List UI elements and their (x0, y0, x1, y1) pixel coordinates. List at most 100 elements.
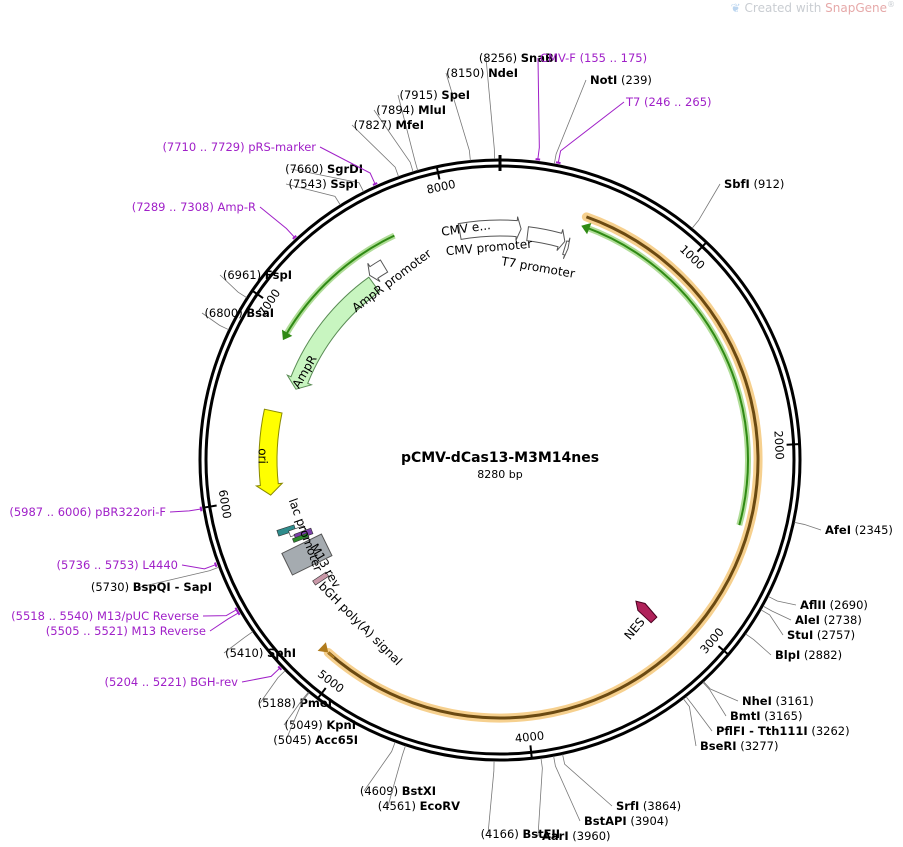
primers-layer: CMV-F (155 .. 175)T7 (246 .. 265)(7710 .… (9, 51, 711, 689)
tick-mark-1000 (696, 242, 707, 253)
primer-label-BGH-rev: (5204 .. 5221) BGH-rev (104, 675, 238, 689)
site-leader-BspQI (139, 566, 219, 588)
site-leader-SphI (223, 631, 254, 654)
site-label-BlpI: BlpI (2882) (775, 648, 842, 662)
primer-leader-M13 Reverse (209, 612, 239, 632)
site-leader-BlpI (745, 633, 772, 656)
site-leader-KpnI (283, 691, 309, 726)
nes-arrow (635, 600, 658, 624)
tick-mark-6000 (204, 504, 217, 509)
site-leader-BstXI (363, 741, 396, 792)
site-enzyme-BlpI: BlpI (775, 648, 800, 662)
primer-label-pBR322ori-F: (5987 .. 6006) pBR322ori-F (9, 505, 166, 519)
site-enzyme-SrfI: SrfI (616, 799, 639, 813)
site-enzyme-MfeI: MfeI (395, 118, 424, 132)
primer-mark-Amp-R (292, 235, 297, 240)
site-label-SbfI: SbfI (912) (724, 177, 784, 191)
primer-leader-M13/pUC Reverse (202, 609, 237, 617)
site-position-MfeI: (7827) (354, 118, 396, 132)
watermark-prefix: Created with (744, 1, 826, 15)
cmv-enhancer-label: CMV e... (440, 218, 491, 239)
cmv-enhancer-arrow (457, 216, 522, 241)
primer-mark-BGH-rev (277, 665, 283, 671)
tick-mark-2000 (786, 443, 799, 446)
site-leader-BstAPI (553, 756, 581, 822)
primer-label-CMV-F: CMV-F (155 .. 175) (540, 51, 647, 65)
site-enzyme-EcoRV: EcoRV (420, 799, 460, 813)
site-leader-SrfI (562, 754, 613, 807)
site-enzyme-NotI: NotI (590, 73, 617, 87)
site-label-BmtI: BmtI (3165) (730, 709, 802, 723)
tick-mark-8000 (435, 167, 441, 180)
amp-cds-line (284, 234, 395, 337)
primer-label-Amp-R: (7289 .. 7308) Amp-R (132, 200, 256, 214)
site-enzyme-BmtI: BmtI (730, 709, 761, 723)
ampr-promoter-arrow (367, 259, 389, 283)
plasmid-backbone (198, 155, 802, 762)
site-enzyme-PmeI: PmeI (300, 696, 333, 710)
t7-promoter-label: T7 promoter (499, 254, 576, 281)
primer-label-M13/pUC Reverse: (5518 .. 5540) M13/pUC Reverse (11, 609, 199, 623)
site-label-PmeI: (5188) PmeI (258, 696, 332, 710)
tick-mark-5000 (317, 687, 327, 699)
site-label-SrfI: SrfI (3864) (616, 799, 681, 813)
primer-label-L4440: (5736 .. 5753) L4440 (57, 558, 178, 572)
site-leader-SgrDI (290, 168, 364, 192)
site-leader-PflFI (685, 696, 713, 732)
site-leader-Acc65I (285, 692, 310, 741)
site-label-BstXI: (4609) BstXI (360, 784, 436, 798)
site-label-NheI: NheI (3161) (742, 694, 814, 708)
site-label-FspI: (6961) FspI (223, 268, 292, 282)
watermark-leaf-icon: ❦ (730, 1, 741, 15)
primer-leader-BGH-rev (241, 667, 281, 683)
cmv-promoter-arrow (526, 226, 566, 251)
primer-label-M13 Reverse: (5505 .. 5521) M13 Reverse (46, 624, 206, 638)
tick-label-8000: 8000 (425, 177, 457, 197)
snapgene-watermark: ❦ Created with SnapGene® (731, 0, 895, 15)
site-label-AarI: AarI (3960) (542, 829, 611, 843)
site-leader-PmeI (259, 670, 286, 704)
site-label-SphI: (5410) SphI (225, 646, 296, 660)
site-position-AflII: (2690) (826, 598, 868, 612)
site-position-SrfI: (3864) (639, 799, 681, 813)
site-leader-BseRI (683, 698, 697, 747)
site-leader-AleI (762, 605, 792, 621)
primer-mark-pBR322ori-F (199, 506, 203, 512)
green-cds-arrowhead (581, 223, 592, 235)
tick-mark-4000 (529, 745, 533, 758)
site-label-BseRI: BseRI (3277) (700, 739, 778, 753)
tick-label-6000: 6000 (216, 489, 234, 520)
primer-leader-pRS-marker (319, 146, 376, 185)
amp-cds-arrowhead (281, 329, 293, 341)
site-leader-NheI (703, 681, 739, 702)
site-enzyme-SbfI: SbfI (724, 177, 750, 191)
site-position-SnaBI: (8256) (479, 51, 521, 65)
site-leader-AflII (768, 596, 797, 606)
site-position-EcoRV: (4561) (378, 799, 420, 813)
green-cds-highlight (583, 224, 751, 526)
site-label-MfeI: (7827) MfeI (354, 118, 424, 132)
primer-leader-Amp-R (259, 206, 295, 238)
site-position-BmtI: (3165) (761, 709, 803, 723)
cmv-promoter-label: CMV promoter (445, 237, 532, 258)
features-layer (254, 216, 658, 624)
site-position-BspQI: (5730) (91, 580, 133, 594)
site-position-SpeI: (7915) (400, 88, 442, 102)
site-leader-AarI (537, 758, 543, 837)
site-position-SspI: (7543) (288, 177, 330, 191)
site-enzyme-SnaBI: SnaBI (521, 51, 558, 65)
site-position-Acc65I: (5045) (273, 733, 315, 747)
site-label-AflII: AflII (2690) (800, 598, 868, 612)
primer-leader-CMV-F (537, 57, 540, 160)
primer-label-T7: T7 (246 .. 265) (625, 95, 712, 109)
site-leader-BmtI (702, 682, 727, 717)
site-label-Acc65I: (5045) Acc65I (273, 733, 358, 747)
site-leader-MluI (373, 109, 414, 172)
site-label-EcoRV: (4561) EcoRV (378, 799, 460, 813)
bgh-small-marker (312, 571, 330, 586)
primer-mark-L4440 (213, 562, 218, 568)
site-position-PmeI: (5188) (258, 696, 300, 710)
ori-label: ori (256, 448, 270, 464)
site-enzyme-BstXI: BstXI (402, 784, 436, 798)
site-label-SgrDI: (7660) SgrDI (285, 162, 363, 176)
